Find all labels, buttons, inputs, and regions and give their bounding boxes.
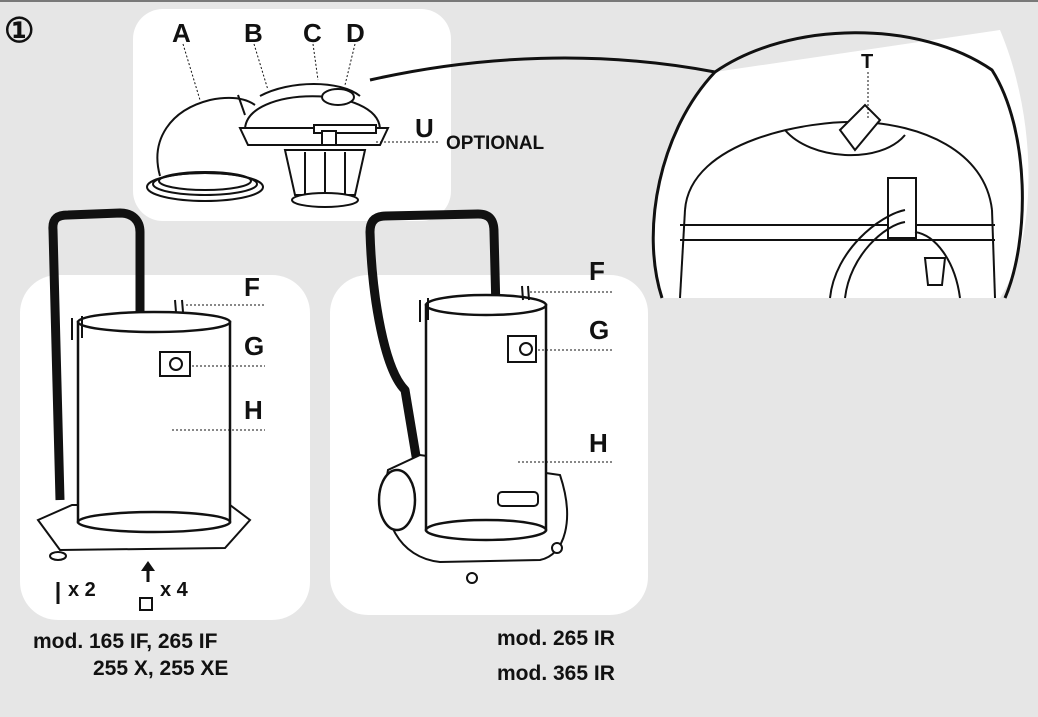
magnifier-detail [651,30,1029,299]
side-handle [497,491,539,507]
label-t: T [861,51,873,73]
leader-lines-left [172,304,265,431]
cable-hook [887,177,917,239]
container [76,320,232,524]
latch [321,130,337,146]
label-f-left: F [244,272,260,302]
left-trolley-illustration [36,208,252,611]
caption-right-line1: mod. 265 IR [497,627,615,650]
drain-cap [159,351,191,377]
label-h-right: H [589,428,608,458]
rear-wheel [377,468,417,532]
label-h-left: H [244,395,263,425]
caster [139,597,153,611]
leader-lines-head [182,43,438,143]
magnifier-connector [369,56,716,82]
qty-screws: x 2 [68,579,96,601]
switch-knob [321,88,355,106]
optional-label: OPTIONAL [446,133,545,154]
caption-left-line2: 255 X, 255 XE [93,657,228,680]
leader-lines-right [518,291,612,463]
socket-cover [838,103,882,152]
caption-left-line1: mod. 165 IF, 265 IF [33,630,218,653]
handle [48,208,145,501]
qty-wheels: x 4 [160,579,189,601]
label-d: D [346,18,365,48]
label-g-right: G [589,315,609,345]
right-trolley-illustration [365,209,568,584]
power-cable [156,96,256,177]
plug [923,257,947,286]
label-f-right: F [589,256,605,286]
label-g-left: G [244,331,264,361]
figure-number: ① [4,12,34,50]
handle [365,209,501,541]
label-c: C [303,18,322,48]
label-b: B [244,18,263,48]
label-u: U [415,113,434,143]
caption-right-line2: mod. 365 IR [497,662,615,685]
vacuum-head-illustration [146,83,390,208]
label-a: A [172,18,191,48]
